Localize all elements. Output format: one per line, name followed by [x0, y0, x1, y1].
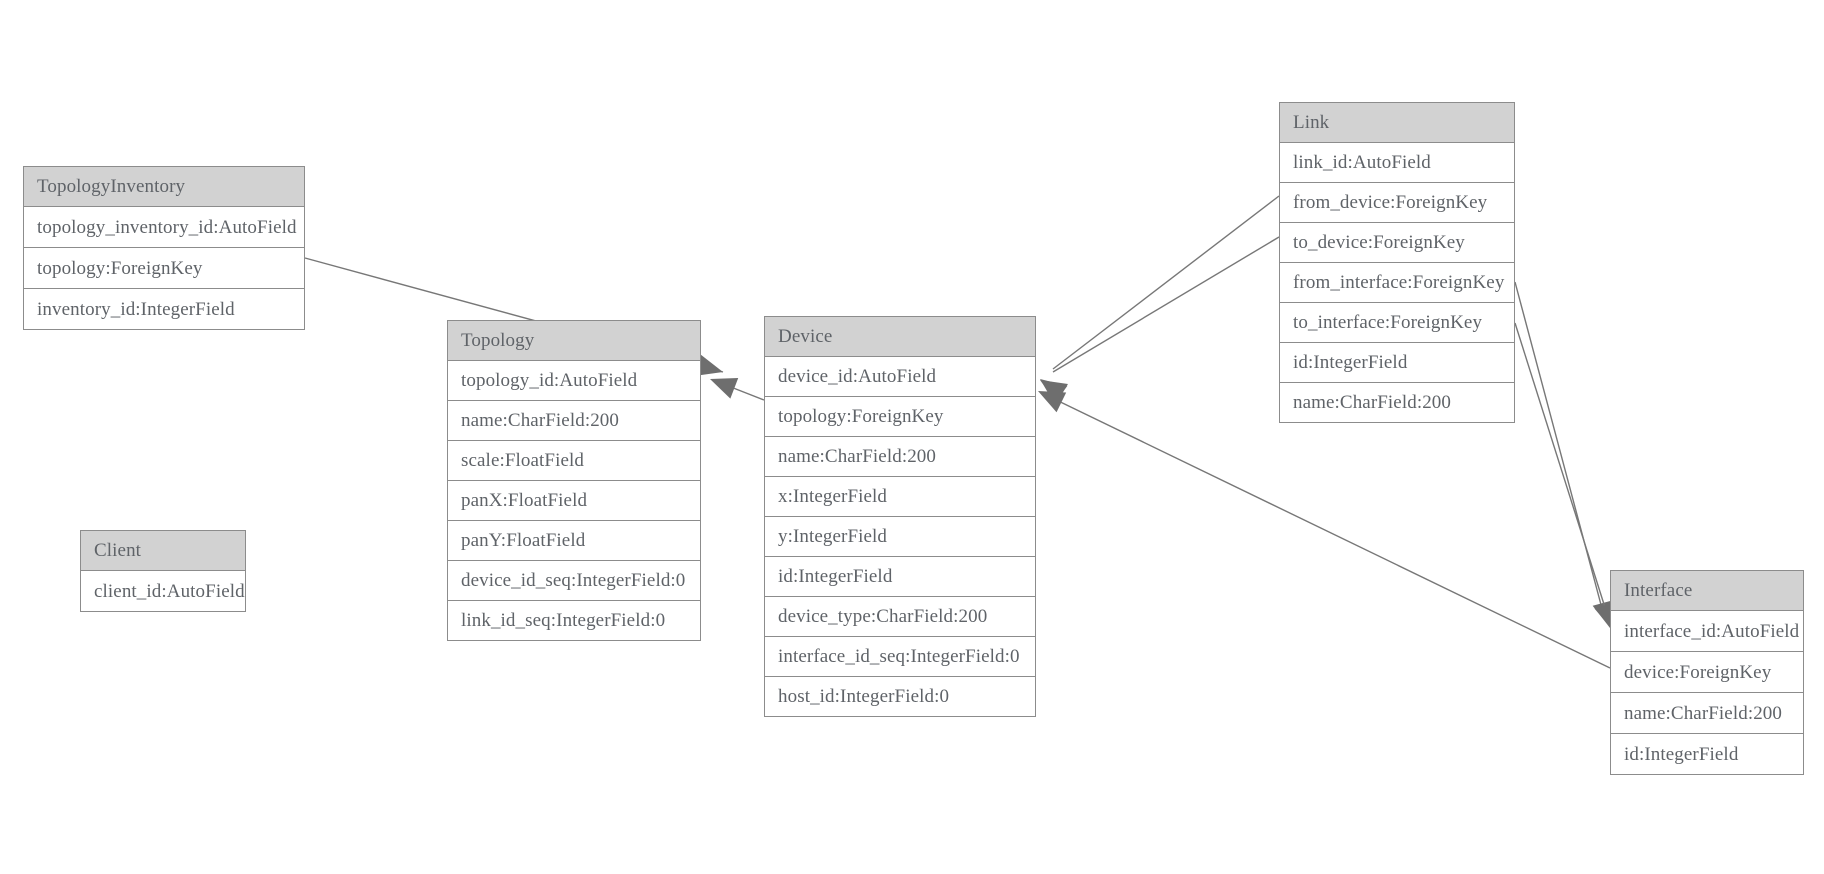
entity-field-row: from_interface:ForeignKey: [1279, 263, 1515, 303]
relationship-line: [1514, 281, 1605, 617]
entity-field-row: name:CharField:200: [447, 401, 701, 441]
entity-field-row: id:IntegerField: [1610, 734, 1804, 775]
entity-title-topology-inventory: TopologyInventory: [23, 166, 305, 207]
entity-title-topology: Topology: [447, 320, 701, 361]
entity-field-row: name:CharField:200: [1610, 693, 1804, 734]
relationship-line: [1052, 236, 1280, 373]
relationship-arrowhead: [710, 378, 739, 399]
entity-field-row: to_interface:ForeignKey: [1279, 303, 1515, 343]
relationship-link-from-interface: [1514, 281, 1614, 628]
entity-title-link: Link: [1279, 102, 1515, 143]
entity-title-client: Client: [80, 530, 246, 571]
entity-field-row: from_device:ForeignKey: [1279, 183, 1515, 223]
entity-field-row: y:IntegerField: [764, 517, 1036, 557]
entity-field-row: scale:FloatField: [447, 441, 701, 481]
relationship-device-topology: [710, 378, 765, 401]
entity-field-row: link_id:AutoField: [1279, 143, 1515, 183]
entity-field-row: inventory_id:IntegerField: [23, 289, 305, 330]
relationship-line: [1052, 195, 1280, 370]
entity-field-row: host_id:IntegerField:0: [764, 677, 1036, 717]
entity-field-row: topology:ForeignKey: [23, 248, 305, 289]
entity-field-row: to_device:ForeignKey: [1279, 223, 1515, 263]
relationship-arrowhead: [1038, 391, 1067, 413]
entity-field-row: id:IntegerField: [1279, 343, 1515, 383]
entity-field-row: name:CharField:200: [1279, 383, 1515, 423]
relationship-link-to-interface: [1514, 322, 1616, 630]
relationship-arrowhead: [1040, 379, 1068, 404]
entity-field-row: topology_id:AutoField: [447, 361, 701, 401]
entity-field-row: client_id:AutoField: [80, 571, 246, 612]
relationship-line: [1047, 395, 1611, 669]
entity-field-row: interface_id_seq:IntegerField:0: [764, 637, 1036, 677]
entity-title-interface: Interface: [1610, 570, 1804, 611]
entity-field-row: device:ForeignKey: [1610, 652, 1804, 693]
relationship-interface-device: [1038, 391, 1611, 669]
entity-field-row: x:IntegerField: [764, 477, 1036, 517]
relationship-link-to-device: [1040, 236, 1280, 403]
entity-field-row: device_id_seq:IntegerField:0: [447, 561, 701, 601]
entity-field-row: panY:FloatField: [447, 521, 701, 561]
entity-field-row: panX:FloatField: [447, 481, 701, 521]
entity-field-row: topology_inventory_id:AutoField: [23, 207, 305, 248]
entity-field-row: device_type:CharField:200: [764, 597, 1036, 637]
entity-title-device: Device: [764, 316, 1036, 357]
entity-field-row: device_id:AutoField: [764, 357, 1036, 397]
entity-field-row: topology:ForeignKey: [764, 397, 1036, 437]
entity-field-row: link_id_seq:IntegerField:0: [447, 601, 701, 641]
entity-field-row: id:IntegerField: [764, 557, 1036, 597]
entity-field-row: interface_id:AutoField: [1610, 611, 1804, 652]
relationship-link-from-device: [1040, 195, 1280, 404]
entity-field-row: name:CharField:200: [764, 437, 1036, 477]
relationship-line: [1514, 322, 1609, 618]
relationship-arrowhead: [1040, 380, 1068, 403]
relationship-line: [717, 381, 765, 401]
